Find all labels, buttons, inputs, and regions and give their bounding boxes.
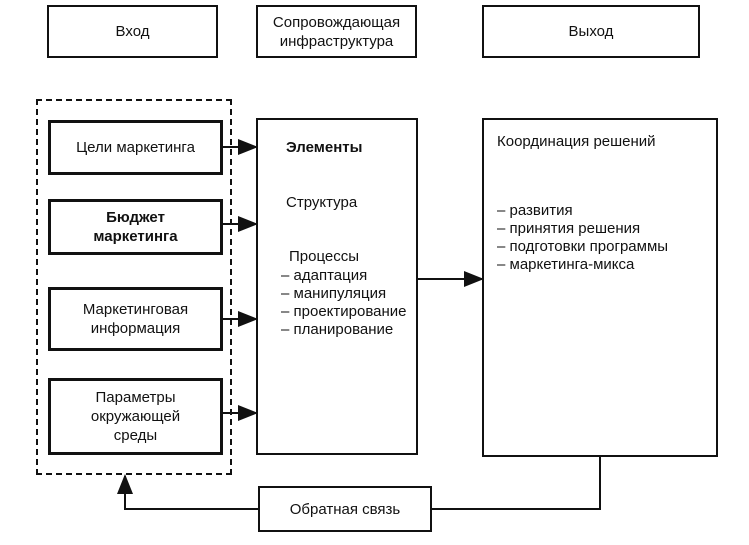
process-item: – адаптация: [281, 267, 368, 284]
infra-elements: Элементы: [286, 139, 363, 156]
header-infrastructure-box: Сопровождающая инфраструктура: [256, 5, 417, 58]
feedback-box: Обратная связь: [258, 486, 432, 532]
output-box: [482, 118, 718, 457]
process-item: – планирование: [281, 321, 394, 338]
header-input-box: Вход: [47, 5, 218, 58]
input-budget-box: Бюджет маркетинга: [48, 199, 223, 255]
feedback-line-right: [432, 457, 601, 510]
output-item: – принятия решения: [497, 220, 641, 237]
infra-structure: Структура: [286, 194, 358, 211]
infrastructure-box: [256, 118, 418, 455]
output-list: – развития – принятия решения – подготов…: [497, 202, 668, 274]
header-output-box: Выход: [482, 5, 700, 58]
infra-process-list: – адаптация – манипуляция – проектирован…: [281, 267, 406, 339]
process-item: – манипуляция: [281, 285, 387, 302]
input-env-label: Параметры окружающей среды: [90, 389, 181, 444]
input-goals-label: Цели маркетинга: [76, 139, 195, 156]
feedback-line-left: [117, 474, 258, 510]
output-item: – маркетинга-микса: [497, 256, 635, 273]
output-item: – развития: [497, 202, 573, 219]
input-info-label: Маркетинговая информация: [82, 301, 189, 337]
inputs-group: [36, 99, 232, 475]
input-goals-box: Цели маркетинга: [48, 120, 223, 175]
output-item: – подготовки программы: [497, 238, 669, 255]
input-budget-label: Бюджет маркетинга: [93, 209, 178, 245]
input-env-box: Параметры окружающей среды: [48, 378, 223, 455]
process-item: – проектирование: [281, 303, 407, 320]
infra-processes: Процессы: [289, 248, 360, 265]
header-infrastructure-label: Сопровождающая инфраструктура: [272, 13, 401, 50]
input-info-box: Маркетинговая информация: [48, 287, 223, 351]
feedback-label: Обратная связь: [289, 500, 401, 518]
header-output-label: Выход: [568, 23, 614, 40]
output-title: Координация решений: [497, 133, 656, 150]
header-input-label: Вход: [115, 23, 150, 40]
